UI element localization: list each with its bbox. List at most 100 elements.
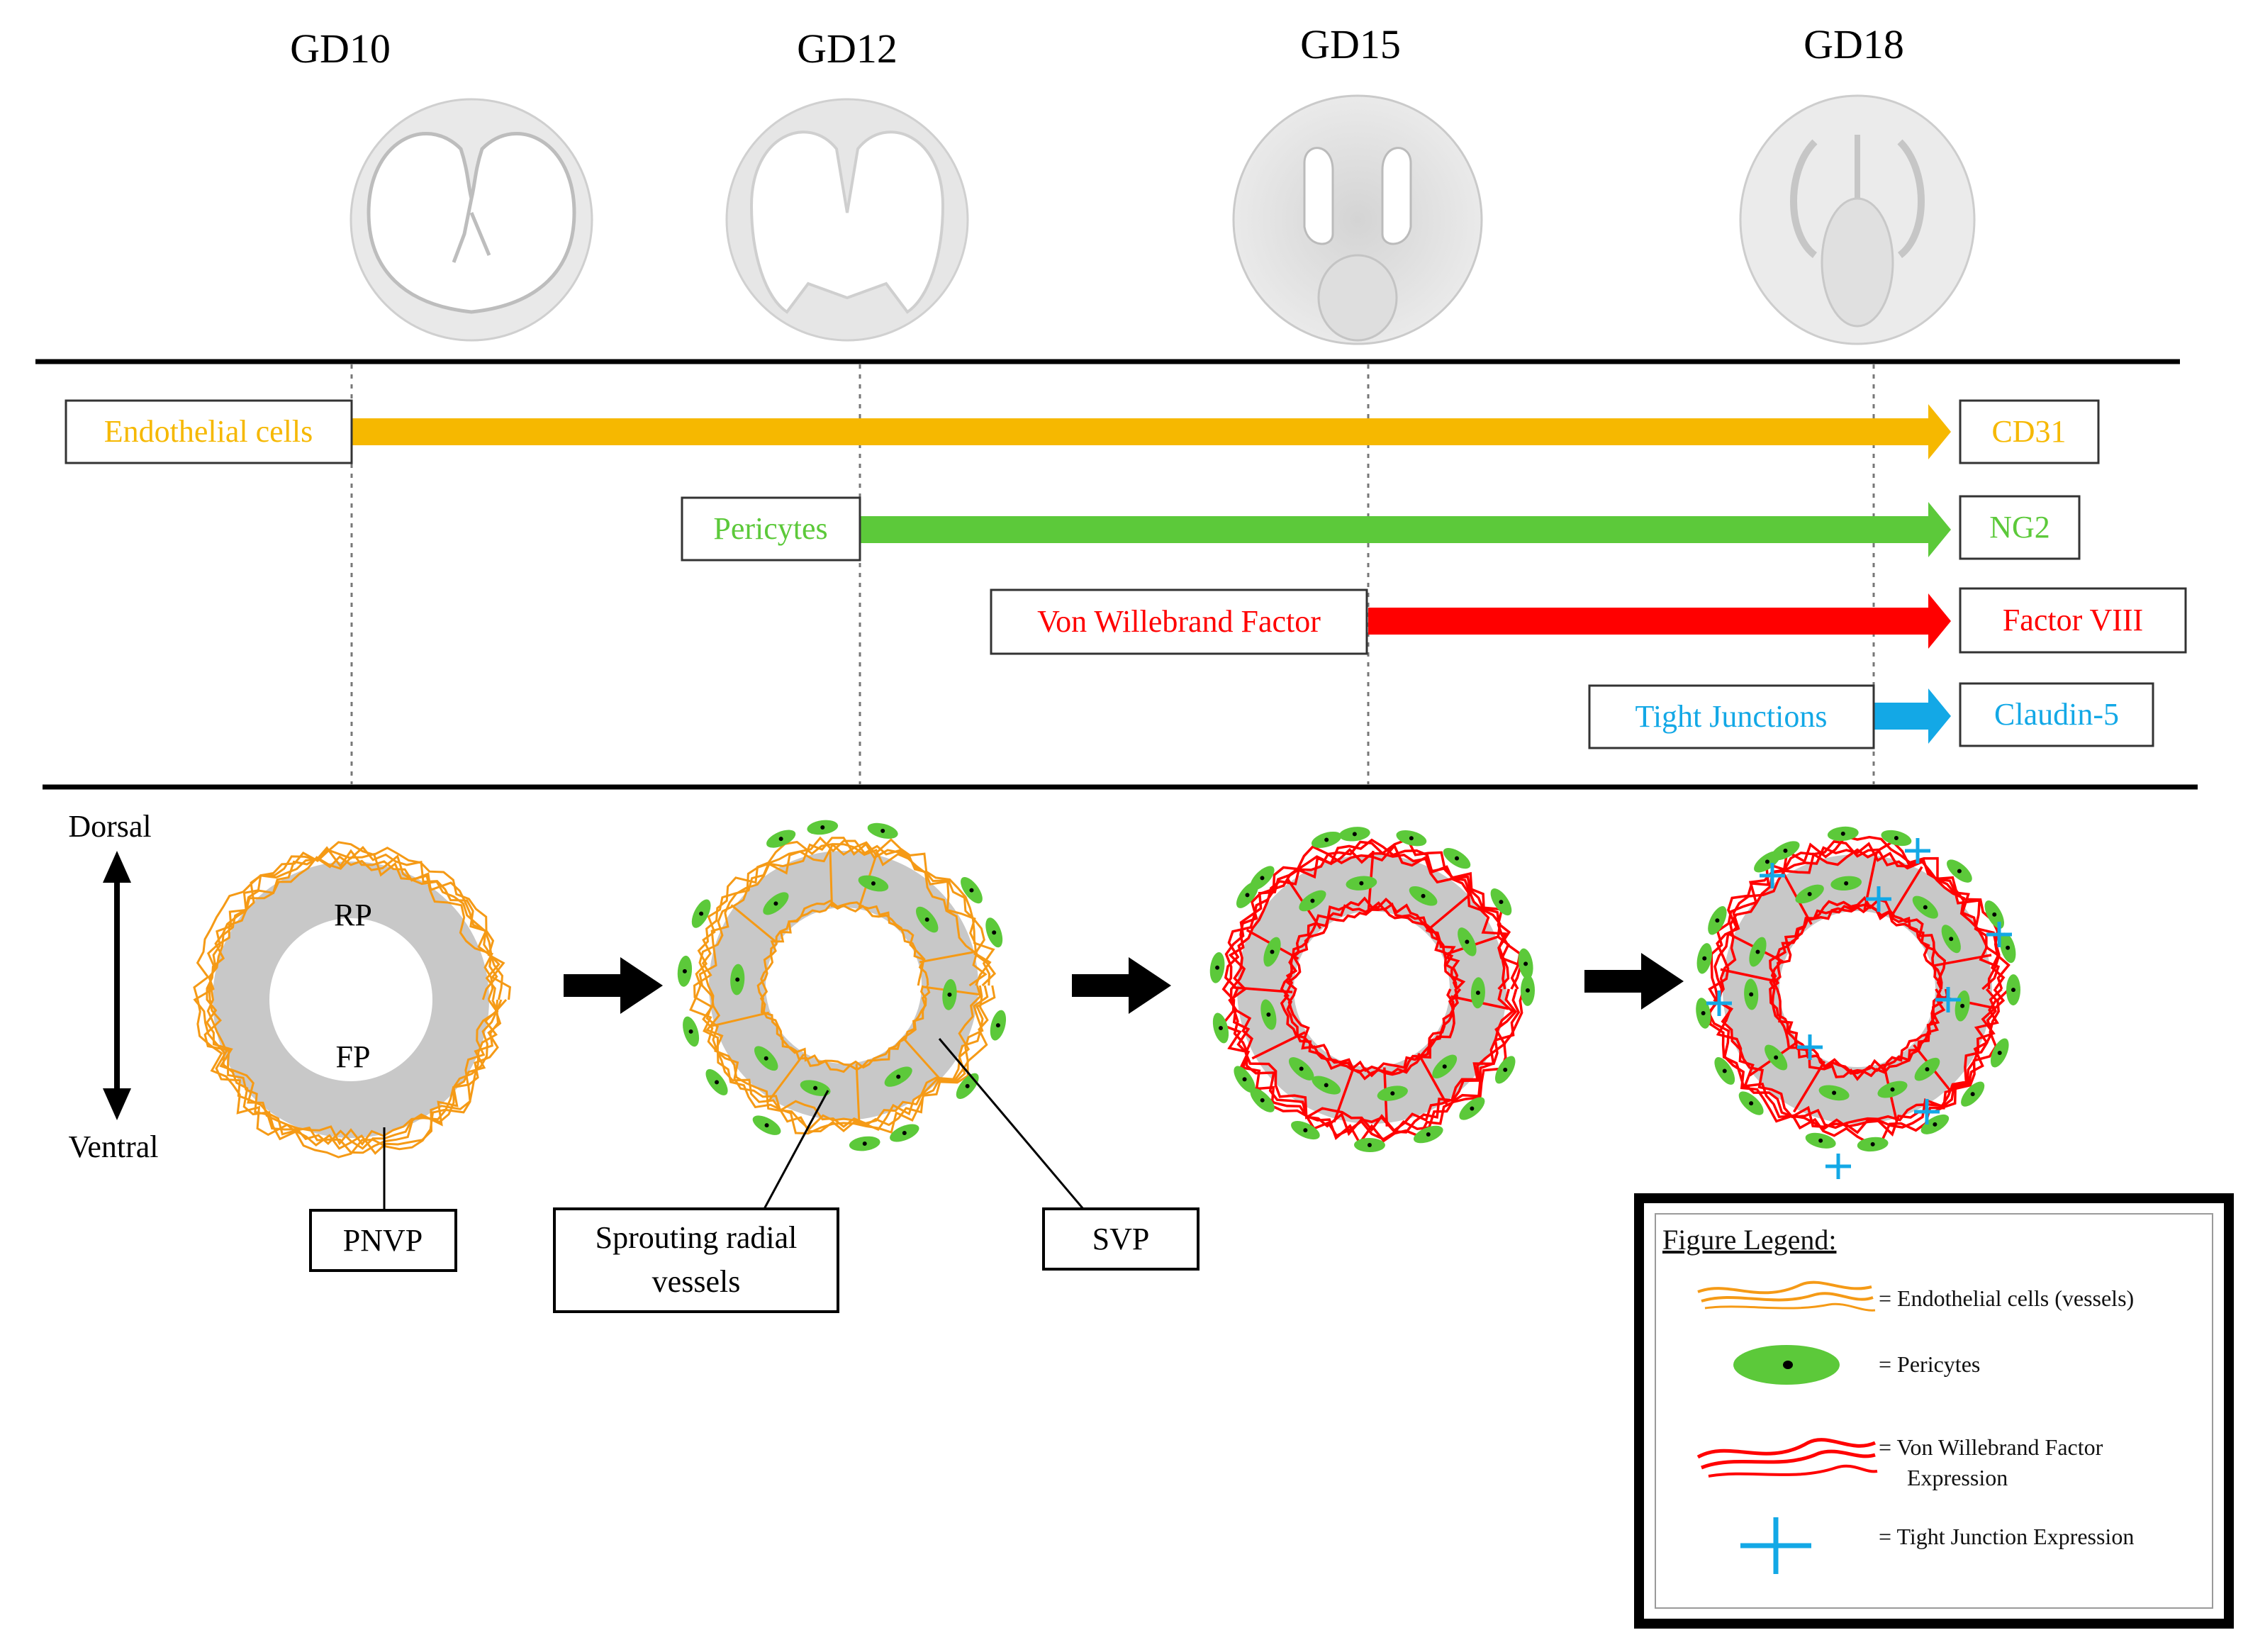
- pericyte-nucleus: [1260, 1098, 1265, 1103]
- vwf-label: Von Willebrand Factor: [1037, 604, 1321, 639]
- stage-label-gd12: GD12: [797, 26, 897, 72]
- vessel-strand: [759, 903, 927, 1069]
- vessel-strand: [193, 841, 511, 1159]
- pericyte-nucleus: [813, 1085, 818, 1090]
- rp-label: RP: [334, 898, 372, 932]
- fp-label: FP: [336, 1039, 371, 1074]
- endothelial-cells-label: Endothelial cells: [104, 414, 313, 449]
- pericyte-nucleus: [699, 911, 704, 916]
- stage-label-gd10: GD10: [290, 26, 391, 72]
- pericyte-nucleus: [1352, 832, 1357, 837]
- tight-junction-icon: [1740, 1517, 1811, 1574]
- pericyte-nucleus: [1310, 898, 1315, 903]
- radial-vessel: [919, 950, 978, 964]
- gd15-vessels: [1219, 837, 1526, 1146]
- radial-vessel: [1720, 968, 1779, 983]
- radial-vessel: [767, 1053, 805, 1103]
- neural-tube-gd12: [677, 820, 1007, 1151]
- pericyte-nucleus: [1299, 1066, 1304, 1071]
- pericyte-nucleus: [1715, 918, 1720, 923]
- pericyte-nucleus: [1749, 992, 1754, 997]
- pericyte-nucleus: [1324, 1083, 1329, 1088]
- pericyte-nucleus: [1755, 949, 1760, 954]
- pericyte-nucleus: [1818, 1138, 1823, 1143]
- pericyte-nucleus: [1270, 949, 1275, 954]
- radial-vessel: [1933, 954, 1992, 967]
- legend-pericytes-text: = Pericytes: [1879, 1351, 1980, 1377]
- pericyte-nucleus: [1499, 900, 1504, 905]
- vessel-strand: [1280, 896, 1466, 1081]
- pericyte-nucleus: [1894, 835, 1899, 840]
- pericyte-nucleus: [965, 1083, 970, 1088]
- svp-leader: [938, 1038, 1085, 1210]
- sprouting-radial-vessels-label-line2: vessels: [652, 1264, 741, 1299]
- pericyte-nucleus: [992, 930, 997, 935]
- svp-label: SVP: [1092, 1222, 1150, 1256]
- marker-row-endothelial: Endothelial cells CD31: [65, 399, 2100, 464]
- vessel-strand: [1283, 901, 1459, 1078]
- svp-box: [1042, 1207, 1200, 1271]
- vessel-strand: [1219, 837, 1526, 1146]
- pericyte-nucleus: [880, 828, 885, 833]
- pericyte-nucleus: [862, 1142, 867, 1146]
- gd12-vessels: [689, 836, 997, 1135]
- pericyte-nucleus: [1960, 1003, 1965, 1008]
- pericyte-nucleus: [1765, 859, 1769, 864]
- gd18-tight-junctions: [1706, 838, 2012, 1179]
- factor-viii-box: [1959, 587, 2187, 654]
- factor-viii-label: Factor VIII: [2003, 603, 2143, 637]
- vwf-vessel-icon: [1696, 1438, 1878, 1478]
- progression-arrow-1: [564, 957, 663, 1014]
- pericyte-nucleus: [688, 1029, 693, 1034]
- pericyte-nucleus: [1844, 881, 1849, 886]
- pericyte-nucleus: [682, 969, 687, 973]
- brain-section-gd18: [1739, 94, 1976, 345]
- radial-vessel: [1333, 1066, 1355, 1123]
- pericyte-nucleus: [1503, 1067, 1508, 1072]
- claudin-5-label: Claudin-5: [1994, 697, 2119, 732]
- marker-row-vwf: Von Willebrand Factor Factor VIII: [990, 587, 2187, 655]
- pericyte-nucleus: [1421, 893, 1426, 898]
- pericyte-nucleus: [1774, 1055, 1779, 1060]
- pericyte-nucleus: [1367, 1142, 1372, 1147]
- pericyte-nucleus: [1475, 990, 1480, 995]
- cd31-label: CD31: [1991, 414, 2066, 449]
- sprouting-leader: [763, 1090, 829, 1210]
- radial-vessel: [1233, 986, 1293, 994]
- radial-vessel: [1425, 892, 1472, 932]
- sprouting-radial-vessels-box: [553, 1207, 839, 1313]
- vwf-box: [990, 588, 1368, 655]
- pericyte-nucleus: [995, 1023, 1000, 1028]
- pericyte-nucleus: [1783, 848, 1788, 853]
- pericyte-nucleus: [1933, 1122, 1937, 1127]
- radial-vessel: [1793, 1061, 1826, 1113]
- legend-endothelial-text: = Endothelial cells (vessels): [1879, 1285, 2134, 1311]
- pericyte-nucleus: [764, 1123, 769, 1128]
- pericyte-nucleus: [1923, 905, 1928, 910]
- marker-row-pericytes: Pericytes NG2: [681, 495, 2081, 562]
- pnvp-vessels: [193, 841, 511, 1159]
- pericyte-nucleus: [1807, 891, 1812, 896]
- neural-tube-gd10: RP FP: [193, 841, 511, 1159]
- pericytes-box: [681, 496, 861, 562]
- gd18-pericytes: [1696, 826, 2020, 1152]
- pericyte-nucleus: [1840, 831, 1845, 836]
- pericyte-nucleus: [947, 992, 952, 997]
- brain-section-gd12: [725, 98, 969, 342]
- pericyte-nucleus: [1260, 876, 1265, 881]
- pericyte-nucleus: [1525, 988, 1530, 993]
- pericyte-nucleus: [1701, 1011, 1706, 1016]
- pericyte-nucleus: [1870, 1142, 1875, 1146]
- progression-arrow-2: [1072, 957, 1171, 1014]
- pericyte-nucleus: [1218, 1025, 1223, 1030]
- pericyte-nucleus: [871, 881, 876, 886]
- pericyte-nucleus: [1245, 893, 1250, 898]
- pericyte-nucleus: [1409, 836, 1414, 841]
- figure-legend: Figure Legend: = Endothelial cells (vess…: [1634, 1193, 2234, 1629]
- endothelial-arrow: [352, 404, 1951, 459]
- pericyte-nucleus: [1832, 1090, 1837, 1095]
- pericyte-nucleus: [735, 977, 740, 982]
- pericyte-nucleus: [1442, 1064, 1447, 1069]
- pericyte-nucleus: [1324, 837, 1329, 842]
